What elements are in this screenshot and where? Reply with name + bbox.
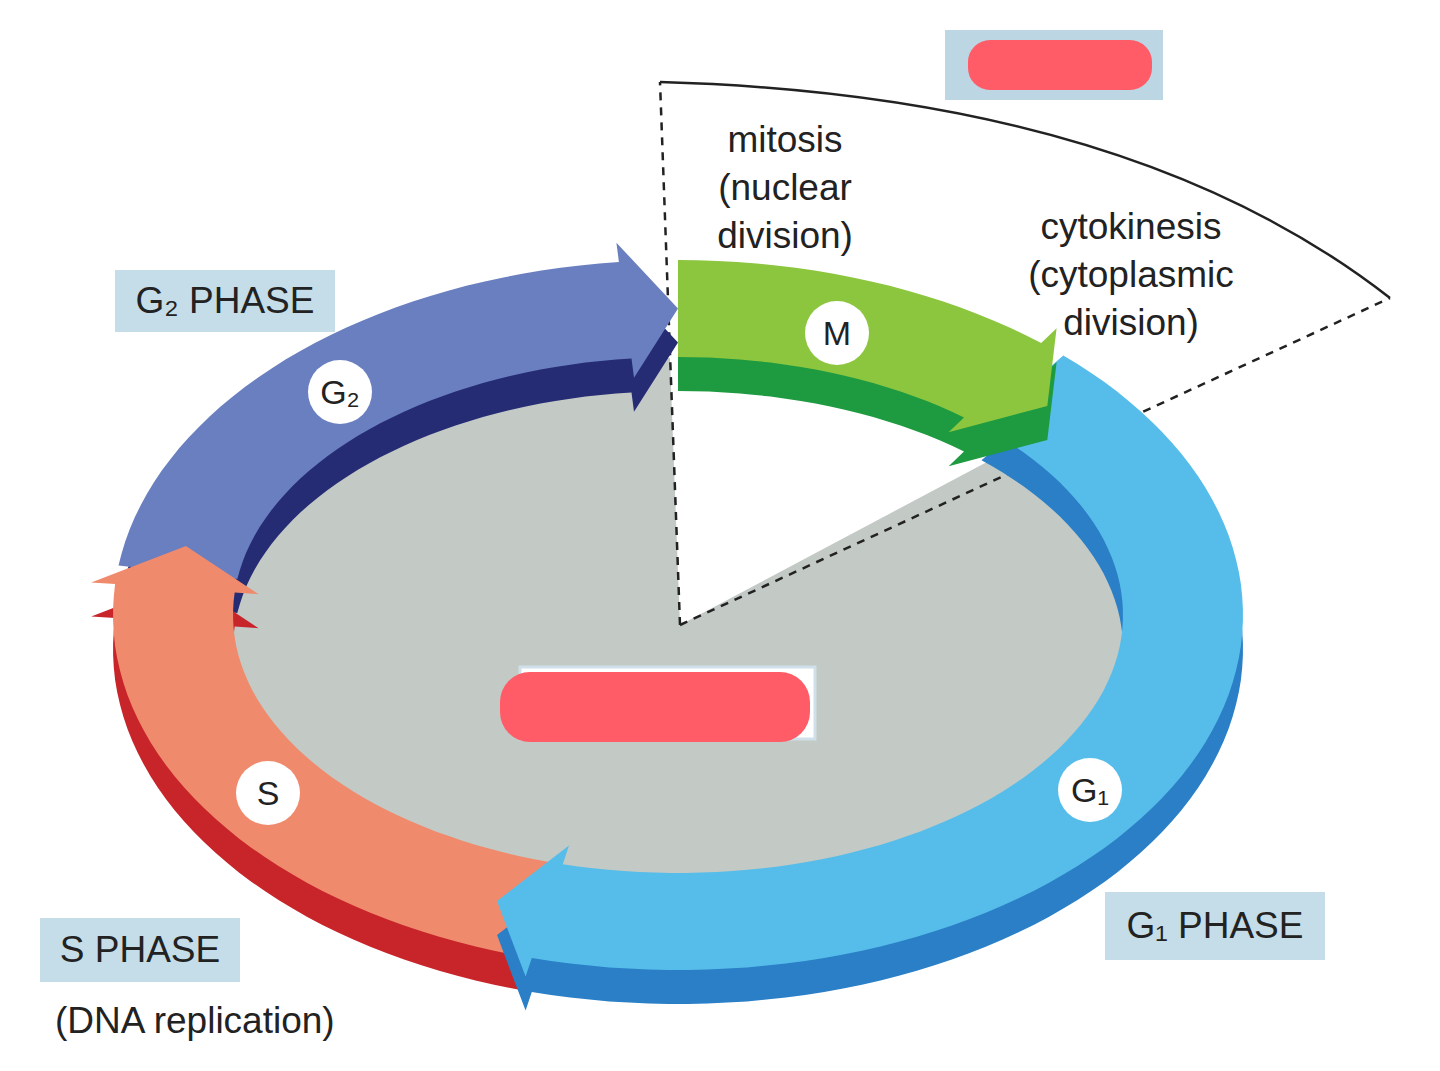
- phase-label-box: G₁ PHASE: [1105, 892, 1325, 960]
- circle-shape: [236, 761, 300, 825]
- phase-description: mitosis (nuclear division): [685, 116, 885, 260]
- phase-name: G₁ PHASE: [1127, 903, 1304, 949]
- m-arrow: [678, 260, 1057, 432]
- circle-shape: [1058, 758, 1122, 822]
- phase-name: M: [804, 300, 870, 366]
- s-arrow: [91, 546, 563, 958]
- phase-name: G₁: [1057, 757, 1123, 823]
- phase-circle: M: [804, 300, 870, 366]
- phase-name: G₂: [307, 359, 373, 425]
- phase-label-box: S PHASE(DNA replication): [40, 918, 240, 982]
- redaction-mark: [968, 40, 1152, 90]
- phase-arrows: [91, 243, 1243, 1011]
- circle-shape: [308, 360, 372, 424]
- redaction-backing: [945, 30, 1163, 100]
- g1-arrow: [497, 355, 1243, 976]
- phase-note: (DNA replication): [55, 998, 335, 1044]
- phase-circle: G₂: [307, 359, 373, 425]
- redaction-mark: [500, 672, 810, 742]
- phase-name: S: [235, 760, 301, 826]
- circle-shape: [805, 301, 869, 365]
- phase-circle: S: [235, 760, 301, 826]
- g2-arrow: [119, 243, 679, 579]
- phase-circle: G₁: [1057, 757, 1123, 823]
- phase-name: G₂ PHASE: [136, 278, 315, 324]
- phase-name: S PHASE: [60, 927, 220, 973]
- phase-label-box: G₂ PHASE: [115, 270, 335, 332]
- phase-description: cytokinesis (cytoplasmic division): [998, 203, 1264, 347]
